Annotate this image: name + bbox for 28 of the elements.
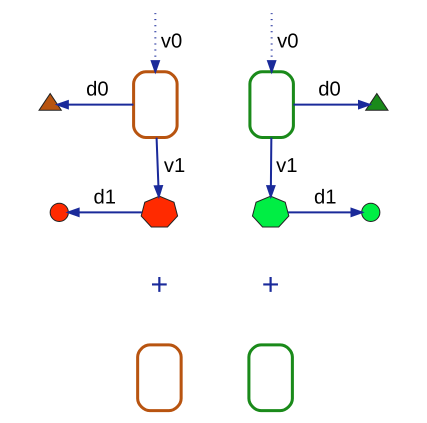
edge-label: v1 bbox=[276, 154, 298, 177]
node-heptagon bbox=[252, 196, 290, 228]
arrow bbox=[266, 13, 277, 74]
node-triangles bbox=[364, 92, 389, 111]
arrow bbox=[293, 100, 372, 110]
arrow bbox=[153, 138, 164, 200]
label: + bbox=[262, 268, 280, 302]
edge-label: v0 bbox=[160, 30, 182, 53]
node-dots bbox=[50, 202, 69, 222]
edge-label: v0 bbox=[277, 30, 299, 53]
node-dots bbox=[361, 202, 380, 222]
edge-label: d0 bbox=[86, 78, 109, 101]
edge-label: d0 bbox=[318, 78, 341, 101]
node-heptagon bbox=[140, 196, 178, 228]
arrow bbox=[288, 207, 365, 218]
edge-label: d1 bbox=[94, 186, 116, 208]
arrow bbox=[150, 13, 160, 74]
edge-label: v1 bbox=[164, 154, 186, 177]
node-squiggle bbox=[132, 70, 179, 140]
arrow bbox=[65, 207, 142, 218]
arrow bbox=[54, 100, 134, 110]
edge-label: d1 bbox=[314, 186, 336, 208]
arrow bbox=[266, 138, 276, 200]
node-triangles bbox=[38, 92, 62, 111]
label: + bbox=[150, 268, 168, 302]
node-squiggle bbox=[247, 343, 294, 412]
node-squiggle bbox=[136, 343, 183, 412]
node-squiggle bbox=[248, 70, 295, 140]
